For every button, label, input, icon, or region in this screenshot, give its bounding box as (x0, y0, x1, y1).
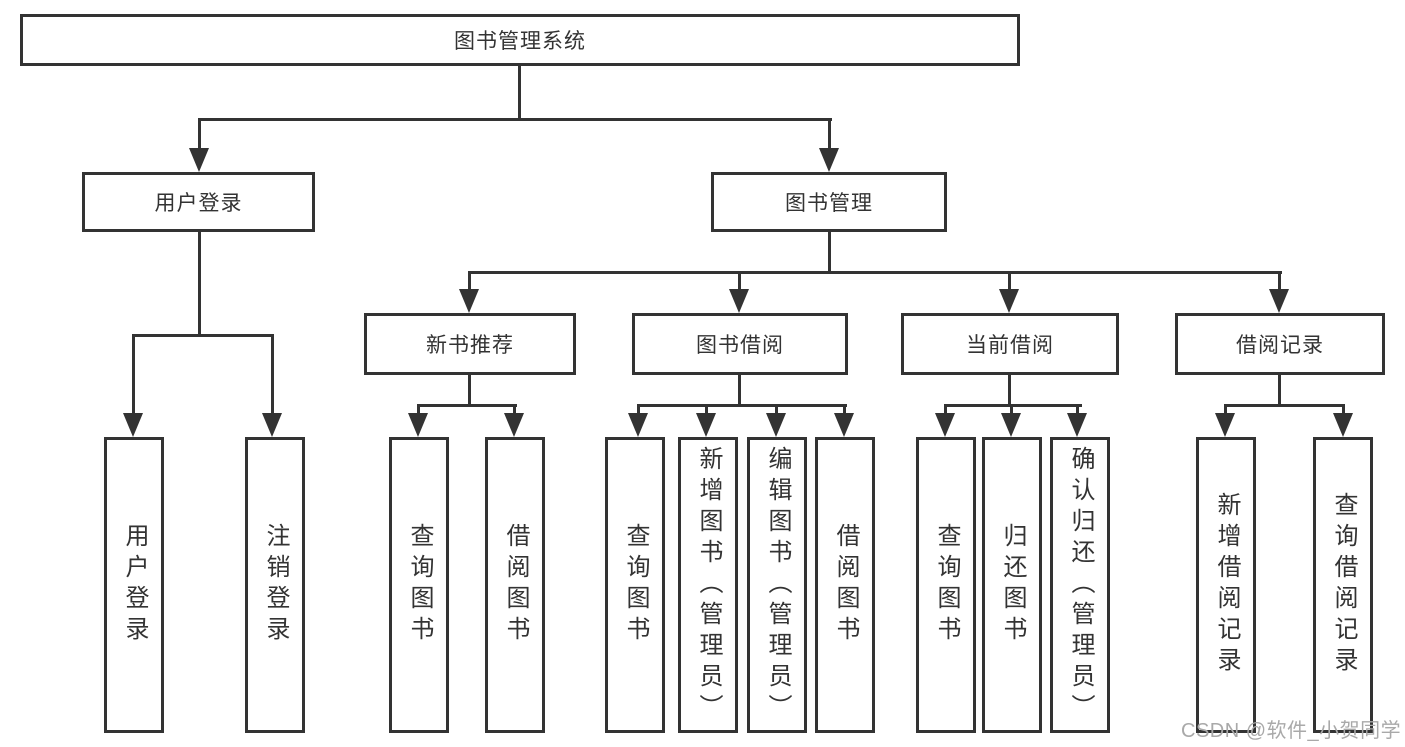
connector-user-login-hline (132, 334, 274, 337)
leaf-user-login: 用户登录 (104, 437, 164, 733)
leaf-add-book-admin-label: 新增图书（管理员） (695, 445, 722, 725)
connector-drop-current-borrow (1008, 271, 1011, 291)
connector-drop (1224, 404, 1227, 416)
connector-drop (705, 404, 708, 416)
connector-book-management-hline (469, 271, 1282, 274)
leaf-query-books-recommend: 查询图书 (389, 437, 449, 733)
connector-drop (1342, 404, 1345, 416)
connector-drop-leaf-user-login (132, 334, 135, 415)
node-library-management-system: 图书管理系统 (20, 14, 1020, 66)
node-current-borrow-label: 当前借阅 (966, 334, 1054, 357)
leaf-add-borrow-record-label: 新增借阅记录 (1213, 492, 1240, 678)
arrowhead-down-icon (504, 413, 524, 437)
leaf-return-books: 归还图书 (982, 437, 1042, 733)
arrowhead-down-icon (459, 289, 479, 313)
connector-borrow-records-stem (1278, 375, 1281, 406)
connector-root-stem (518, 66, 521, 120)
arrowhead-down-icon (628, 413, 648, 437)
connector-drop (1010, 404, 1013, 416)
arrowhead-down-icon (819, 148, 839, 172)
leaf-confirm-return-admin: 确认归还（管理员） (1050, 437, 1110, 733)
connector-drop (944, 404, 947, 416)
leaf-query-books-recommend-label: 查询图书 (406, 523, 433, 647)
leaf-query-books-borrow-label: 查询图书 (622, 523, 649, 647)
connector-drop (775, 404, 778, 416)
arrowhead-down-icon (999, 289, 1019, 313)
connector-drop (843, 404, 846, 416)
leaf-logout-login-label: 注销登录 (262, 523, 289, 647)
arrowhead-down-icon (123, 413, 143, 437)
arrowhead-down-icon (935, 413, 955, 437)
leaf-borrow-books-recommend-label: 借阅图书 (502, 523, 529, 647)
leaf-borrow-books-recommend: 借阅图书 (485, 437, 545, 733)
leaf-query-borrow-record: 查询借阅记录 (1313, 437, 1373, 733)
arrowhead-down-icon (1333, 413, 1353, 437)
csdn-watermark: CSDN @软件_小贺同学 (1181, 720, 1402, 742)
leaf-query-books-current: 查询图书 (916, 437, 976, 733)
connector-current-borrow-stem (1008, 375, 1011, 406)
leaf-borrow-books-borrow-label: 借阅图书 (832, 523, 859, 647)
arrowhead-down-icon (262, 413, 282, 437)
connector-drop-book-borrow (738, 271, 741, 291)
arrowhead-down-icon (408, 413, 428, 437)
connector-drop (637, 404, 640, 416)
node-library-management-system-label: 图书管理系统 (454, 30, 586, 53)
node-book-management-label: 图书管理 (785, 192, 873, 215)
connector-drop (417, 404, 420, 416)
arrowhead-down-icon (1269, 289, 1289, 313)
connector-root-hline (198, 118, 832, 121)
node-user-login: 用户登录 (82, 172, 315, 232)
arrowhead-down-icon (834, 413, 854, 437)
connector-drop-leaf-logout (271, 334, 274, 415)
leaf-user-login-label: 用户登录 (121, 523, 148, 647)
node-book-borrow-label: 图书借阅 (696, 334, 784, 357)
connector-drop-borrow-records (1278, 271, 1281, 291)
leaf-add-book-admin: 新增图书（管理员） (678, 437, 738, 733)
node-book-borrow: 图书借阅 (632, 313, 848, 375)
node-new-book-recommend: 新书推荐 (364, 313, 576, 375)
connector-book-management-stem (828, 232, 831, 273)
connector-current-borrow-hline (944, 404, 1082, 407)
connector-drop (513, 404, 516, 416)
leaf-query-books-current-label: 查询图书 (933, 523, 960, 647)
arrowhead-down-icon (696, 413, 716, 437)
node-borrow-records-label: 借阅记录 (1236, 334, 1324, 357)
arrowhead-down-icon (1215, 413, 1235, 437)
node-borrow-records: 借阅记录 (1175, 313, 1385, 375)
arrowhead-down-icon (1001, 413, 1021, 437)
leaf-logout-login: 注销登录 (245, 437, 305, 733)
leaf-return-books-label: 归还图书 (999, 523, 1026, 647)
arrowhead-down-icon (189, 148, 209, 172)
leaf-edit-book-admin-label: 编辑图书（管理员） (764, 445, 791, 725)
connector-new-book-stem (468, 375, 471, 406)
connector-book-borrow-stem (738, 375, 741, 406)
node-user-login-label: 用户登录 (154, 192, 243, 215)
connector-user-login-stem (198, 232, 201, 336)
leaf-borrow-books-borrow: 借阅图书 (815, 437, 875, 733)
arrowhead-down-icon (1067, 413, 1087, 437)
connector-book-borrow-hline (637, 404, 847, 407)
node-current-borrow: 当前借阅 (901, 313, 1119, 375)
leaf-add-borrow-record: 新增借阅记录 (1196, 437, 1256, 733)
arrowhead-down-icon (766, 413, 786, 437)
leaf-confirm-return-admin-label: 确认归还（管理员） (1067, 445, 1094, 725)
connector-drop-user-login (198, 118, 201, 150)
leaf-edit-book-admin: 编辑图书（管理员） (747, 437, 807, 733)
connector-drop (1076, 404, 1079, 416)
connector-borrow-records-hline (1224, 404, 1345, 407)
connector-new-book-hline (417, 404, 517, 407)
arrowhead-down-icon (729, 289, 749, 313)
node-book-management: 图书管理 (711, 172, 947, 232)
node-new-book-recommend-label: 新书推荐 (426, 334, 514, 357)
connector-drop-book-management (828, 118, 831, 150)
connector-drop-new-book (468, 271, 471, 291)
leaf-query-borrow-record-label: 查询借阅记录 (1330, 492, 1357, 678)
leaf-query-books-borrow: 查询图书 (605, 437, 665, 733)
